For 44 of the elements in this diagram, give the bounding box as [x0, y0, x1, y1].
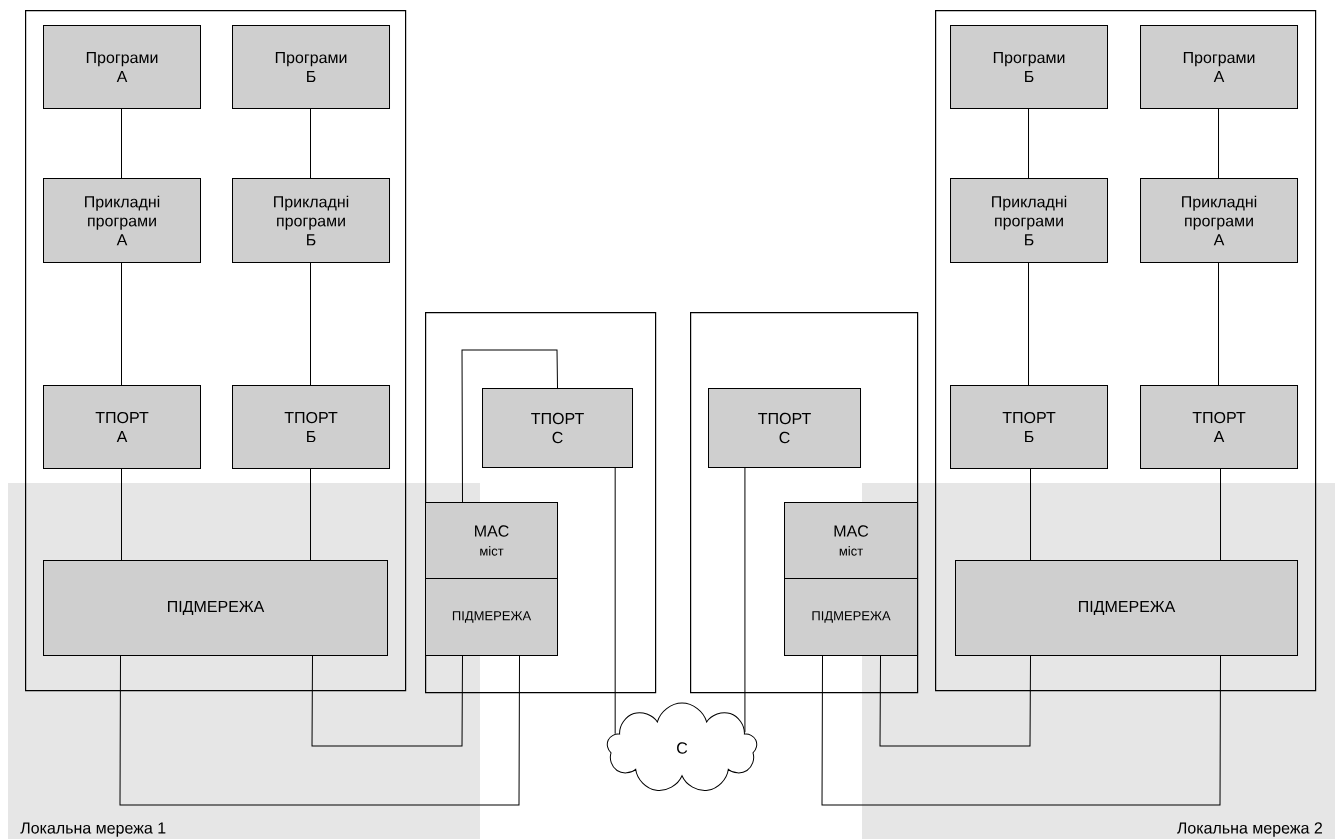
connector-line [121, 262, 122, 386]
layer-box: ПІДМЕРЕЖА [955, 560, 1298, 656]
network-cloud: С [606, 702, 758, 791]
connector-line [1218, 262, 1219, 386]
network-label: Локальна мережа 1 [20, 822, 166, 837]
layer-box: Прикладні програми Б [232, 178, 390, 263]
layer-box: MAC міст [425, 502, 558, 579]
connector-line [461, 349, 558, 503]
layer-box: ПІДМЕРЕЖА [784, 578, 918, 656]
network-label: Локальна мережа 2 [1177, 822, 1322, 837]
connector-line [1218, 108, 1219, 179]
layer-box: Програми А [43, 25, 201, 109]
connector-line [1220, 468, 1221, 561]
layer-box: ПІДМЕРЕЖА [425, 578, 558, 656]
connector-line [821, 655, 1221, 806]
connector-line [310, 108, 311, 179]
system-frame [25, 10, 407, 692]
connector-line [310, 468, 311, 561]
connector-line [879, 655, 1031, 747]
layer-box: ПІДМЕРЕЖА [43, 560, 388, 656]
system-frame [935, 10, 1317, 692]
layer-box: MAC міст [784, 502, 918, 579]
layer-box: ТПОРТ С [482, 388, 633, 468]
layer-box: Програми Б [232, 25, 390, 109]
layer-box: Прикладні програми А [1140, 178, 1298, 263]
connector-line [310, 262, 311, 386]
connector-line [311, 655, 463, 747]
layer-box: Програми Б [950, 25, 1108, 109]
connector-line [121, 108, 122, 179]
layer-box: ТПОРТ А [1140, 385, 1298, 469]
layer-box: ТПОРТ А [43, 385, 201, 469]
layer-box: ТПОРТ Б [950, 385, 1108, 469]
layer-box: ТПОРТ С [708, 388, 861, 468]
connector-line [119, 655, 520, 806]
connector-line [1028, 108, 1029, 179]
connector-line [614, 467, 616, 735]
connector-line [1028, 262, 1029, 386]
layer-box: Прикладні програми А [43, 178, 201, 263]
layer-box: ТПОРТ Б [232, 385, 390, 469]
layer-box: Програми А [1140, 25, 1298, 109]
connector-line [744, 467, 746, 733]
layer-box: Прикладні програми Б [950, 178, 1108, 263]
connector-line [121, 468, 122, 561]
connector-line [1030, 468, 1031, 561]
